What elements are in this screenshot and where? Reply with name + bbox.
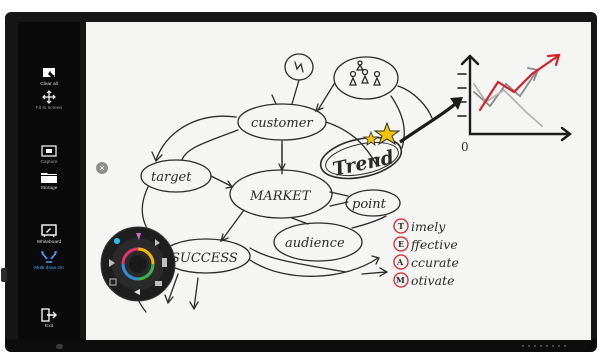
multi-draw-button[interactable]: Multi draw On [18,250,80,271]
undo-icon[interactable] [134,289,140,295]
select-icon[interactable] [109,259,115,267]
node-market [229,169,333,219]
side-toolbar: Clear all Fit to screen Capture Storage [18,22,80,340]
acronym-letter-e: E [398,239,404,249]
display-bezel-bottom [5,339,597,352]
whiteboard-canvas[interactable] [86,22,591,340]
storage-icon [41,173,57,183]
trend-chart-doodle [457,53,572,142]
exit-icon [41,308,57,322]
storage-button[interactable]: Storage [18,170,80,191]
acronym-word-accurate: ccurate [411,255,459,270]
indicator-dots [522,345,582,348]
acronym-word-effective: ffective [410,237,458,252]
clear-all-icon [43,68,55,78]
fit-to-screen-label: Fit to screen [35,106,63,111]
display-side-tab [1,268,7,282]
whiteboard-icon [41,224,57,238]
acronym-letter-m: M [396,275,405,285]
exit-label: Exit [45,324,53,329]
acronym-letter-a: A [396,257,404,267]
audience-label: audience [285,236,345,251]
trend-arrow [399,98,462,144]
target-label: target [151,170,192,185]
close-icon[interactable]: × [96,162,108,174]
customer-label: customer [251,116,313,131]
fit-to-screen-icon [42,90,56,104]
power-indicator [56,344,63,349]
acronym-word-motivate: otivate [411,273,454,288]
acronym-word-timely: imely [411,219,446,234]
color-icon[interactable] [114,238,120,244]
fit-to-screen-button[interactable]: Fit to screen [18,90,80,111]
trend-arrowhead [450,97,463,110]
trend-label: Trend [331,146,396,180]
clear-all-button[interactable]: Clear all [18,66,80,87]
storage-label: Storage [40,186,58,191]
chart-zero-label: 0 [461,140,469,154]
shape-icon[interactable] [109,278,117,286]
capture-label: Capture [40,160,58,165]
node-trend [319,136,403,180]
multi-draw-label: Multi draw On [34,266,64,271]
capture-icon [41,145,57,157]
whiteboard-label: Whiteboard [36,240,62,245]
success-label: SUCCESS [171,251,238,266]
node-audience [273,222,363,262]
pen-icon[interactable] [136,233,141,240]
eraser-icon[interactable] [155,281,162,286]
whiteboard-button[interactable]: Whiteboard [18,224,80,245]
node-people [333,56,399,100]
star-small-icon [362,130,380,146]
clear-all-label: Clear all [40,82,58,87]
pen-tool-wheel[interactable] [100,226,176,302]
capture-button[interactable]: Capture [18,144,80,165]
point-label: point [352,197,387,212]
acronym-list: T E A M imely ffective ccurate otivate [393,218,459,288]
highlighter-icon[interactable] [162,258,167,267]
marker-icon[interactable] [155,239,160,246]
market-label: MARKET [249,189,312,204]
exit-button[interactable]: Exit [18,308,80,329]
star-large-icon [373,121,401,146]
multi-draw-icon [41,251,57,263]
acronym-letter-t: T [398,221,404,231]
